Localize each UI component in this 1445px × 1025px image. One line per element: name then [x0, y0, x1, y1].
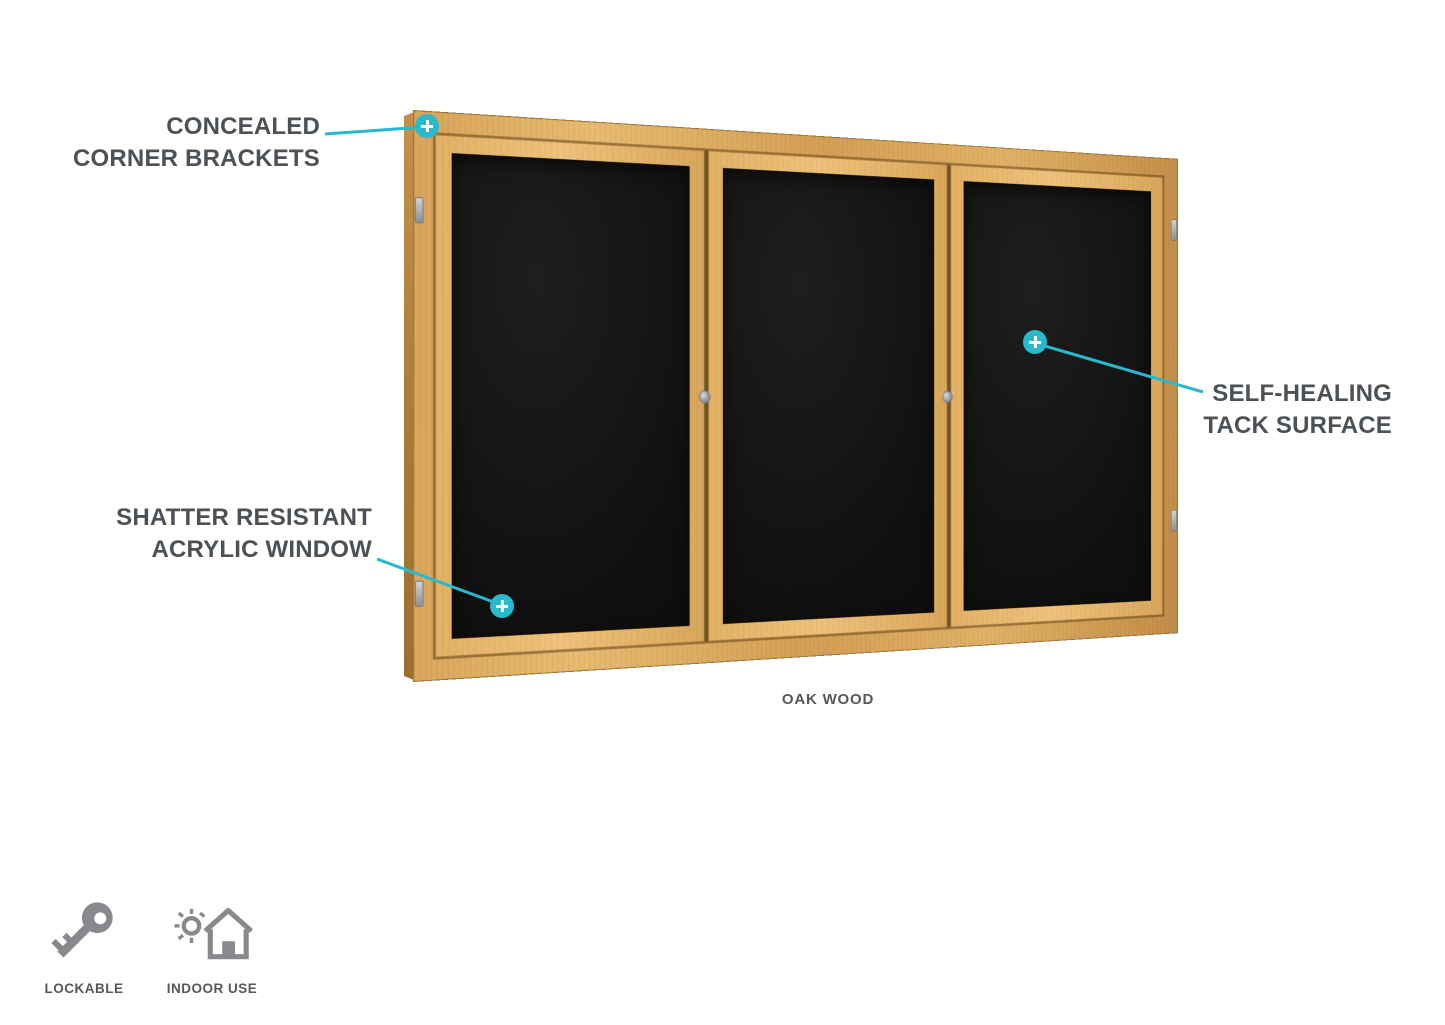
callout-line-text: SHATTER RESISTANT	[116, 502, 372, 534]
callout-line-text: TACK SURFACE	[1203, 410, 1392, 442]
door-3	[950, 165, 1163, 628]
indoor-use-icon	[171, 890, 253, 972]
callout-line-text: CONCEALED	[73, 111, 320, 143]
plus-hotspot-tack-surface[interactable]	[1023, 330, 1047, 354]
hinge	[415, 581, 424, 607]
callout-acrylic-window: SHATTER RESISTANT ACRYLIC WINDOW	[116, 502, 372, 566]
hinge	[1171, 510, 1177, 532]
callout-corner-brackets: CONCEALED CORNER BRACKETS	[73, 111, 320, 175]
feature-label: INDOOR USE	[152, 981, 272, 996]
tack-panel-1	[452, 153, 690, 639]
callout-tack-surface: SELF-HEALING TACK SURFACE	[1203, 378, 1392, 442]
door-group	[435, 134, 1163, 657]
bulletin-board	[413, 110, 1178, 682]
plus-hotspot-corner-brackets[interactable]	[415, 114, 439, 138]
lock	[942, 391, 952, 403]
callout-line-text: SELF-HEALING	[1203, 378, 1392, 410]
hinge	[1171, 219, 1177, 241]
material-label: OAK WOOD	[478, 691, 1178, 708]
door-2	[708, 150, 947, 641]
feature-label: LOCKABLE	[28, 981, 140, 996]
hinge	[415, 197, 424, 223]
callout-line-text: ACRYLIC WINDOW	[116, 534, 372, 566]
key-icon	[43, 890, 125, 972]
tack-panel-2	[723, 168, 934, 624]
plus-hotspot-acrylic-window[interactable]	[490, 594, 514, 618]
callout-line-text: CORNER BRACKETS	[73, 143, 320, 175]
door-1	[435, 134, 705, 657]
feature-indoor-use: INDOOR USE	[152, 890, 272, 996]
tack-panel-3	[963, 181, 1151, 611]
feature-lockable: LOCKABLE	[28, 890, 140, 996]
